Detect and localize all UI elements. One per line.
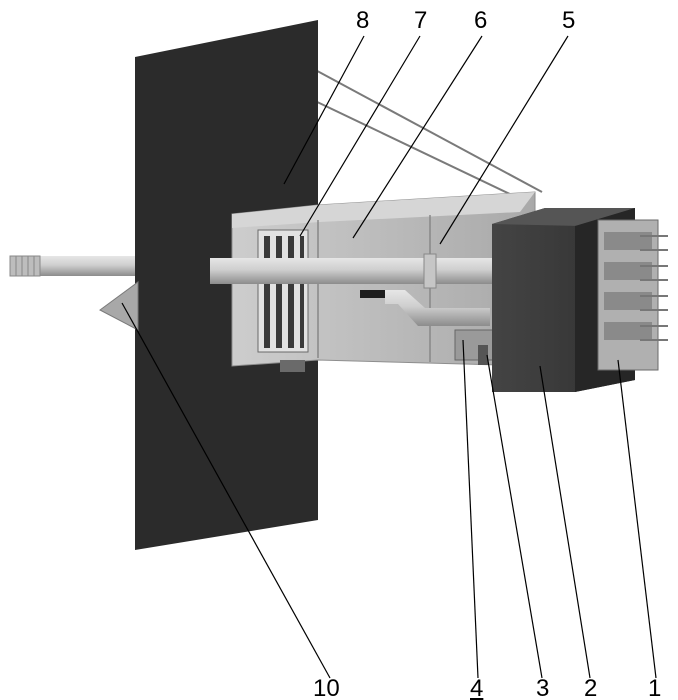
support-fin: [99, 281, 139, 331]
label-2: 2: [584, 675, 597, 700]
label-10: 10: [313, 675, 340, 700]
finned-block: [597, 219, 668, 371]
leader-2: [539, 365, 591, 679]
leader-7: [299, 35, 421, 237]
label-6: 6: [474, 7, 487, 34]
label-7: 7: [414, 7, 427, 34]
label-5: 5: [562, 7, 575, 34]
label-8: 8: [356, 7, 369, 34]
mounting-plate: [135, 20, 318, 550]
lance-pipe: [9, 255, 135, 277]
filter-grille: [257, 229, 309, 372]
leader-5: [439, 35, 569, 245]
leader-4: [462, 339, 479, 679]
main-pipe: [210, 253, 492, 326]
label-1: 1: [648, 675, 661, 700]
leader-6: [352, 35, 483, 239]
leader-10: [121, 302, 331, 679]
leader-1: [617, 359, 657, 679]
leader-3: [486, 354, 543, 679]
leader-lines: [121, 35, 657, 679]
callout-labels: 8 7 6 5 10 4 3 2 1: [313, 7, 661, 700]
leader-8: [283, 35, 365, 185]
label-4: 4: [470, 675, 483, 700]
lower-fittings: [454, 329, 496, 365]
label-3: 3: [536, 675, 549, 700]
